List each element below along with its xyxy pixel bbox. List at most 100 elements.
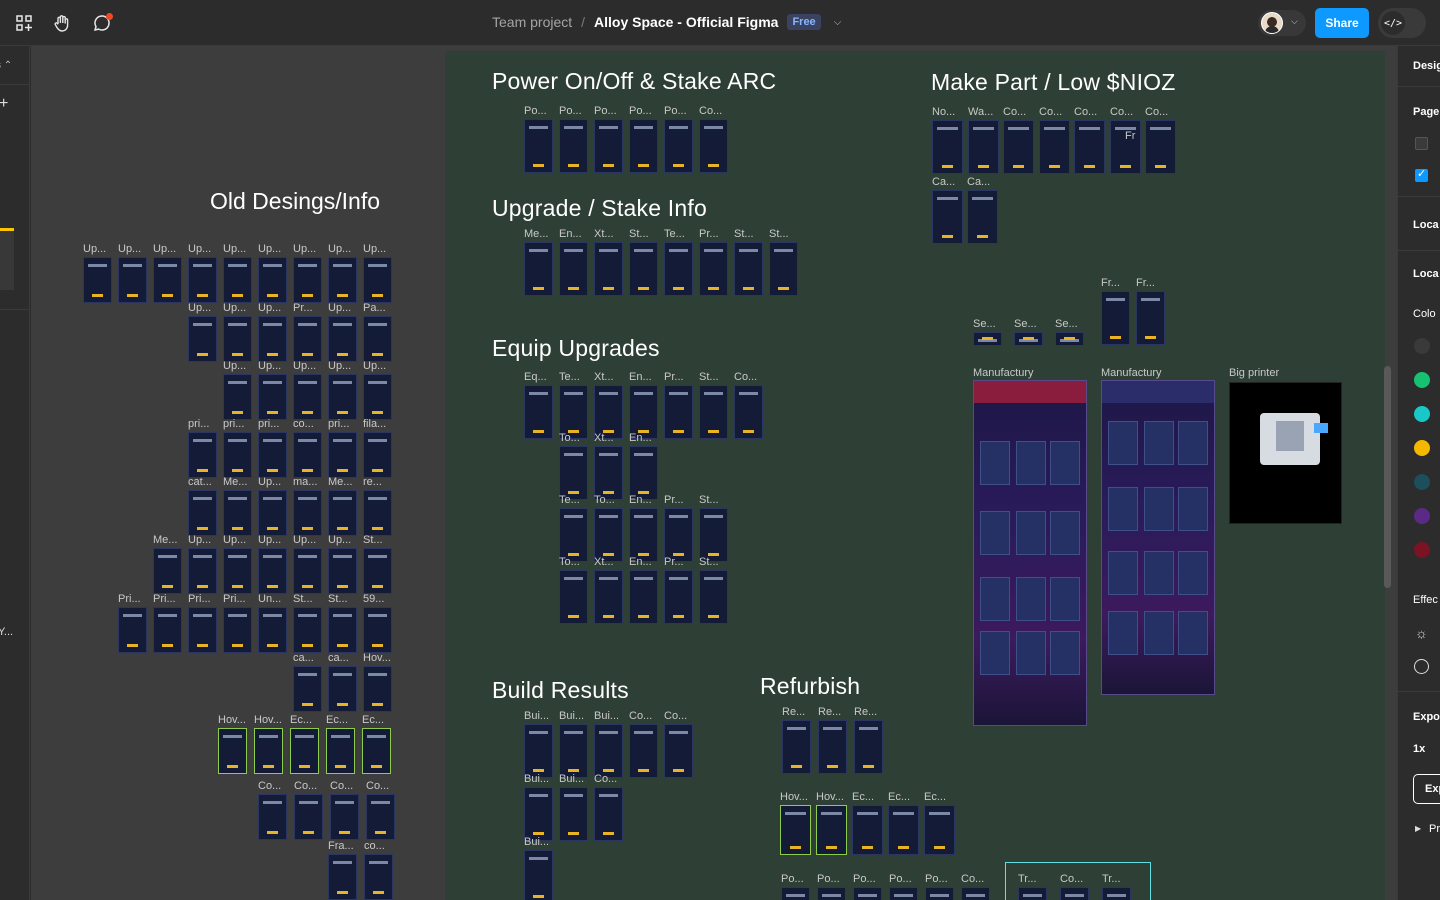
- frame-thumbnail[interactable]: [559, 787, 588, 841]
- frame-thumbnail[interactable]: [664, 385, 693, 439]
- design-canvas[interactable]: Old Desings/Info Power On/Off & Stake AR…: [31, 46, 1397, 900]
- frame-thumbnail[interactable]: [559, 242, 588, 296]
- frame-thumbnail[interactable]: [223, 607, 252, 653]
- chevron-right-icon[interactable]: ▶: [1415, 824, 1422, 833]
- frame-thumbnail[interactable]: [854, 720, 883, 774]
- frame-thumbnail[interactable]: [559, 570, 588, 624]
- frame-thumbnail[interactable]: [699, 242, 728, 296]
- frame-thumbnail[interactable]: [153, 257, 182, 303]
- frame-thumbnail[interactable]: [1101, 291, 1130, 345]
- frame-thumbnail[interactable]: [258, 257, 287, 303]
- frame-thumbnail[interactable]: [362, 728, 391, 774]
- frame-thumbnail[interactable]: [364, 854, 393, 900]
- frame-thumbnail[interactable]: [559, 385, 588, 439]
- frame-thumbnail[interactable]: [559, 446, 588, 500]
- frame-thumbnail[interactable]: [524, 787, 553, 841]
- frame-thumbnail[interactable]: [83, 257, 112, 303]
- frame-thumbnail[interactable]: [258, 794, 287, 840]
- frame-thumbnail[interactable]: [594, 385, 623, 439]
- color-style-swatch[interactable]: [1414, 406, 1430, 422]
- frame-thumbnail[interactable]: [1074, 120, 1105, 174]
- frame-thumbnail[interactable]: [629, 508, 658, 562]
- frame-thumbnail[interactable]: [1014, 332, 1043, 346]
- frame-thumbnail[interactable]: [664, 570, 693, 624]
- page-checkbox[interactable]: [1415, 137, 1428, 150]
- frame-thumbnail[interactable]: [328, 666, 357, 712]
- frame-thumbnail[interactable]: [769, 242, 798, 296]
- frame-thumbnail[interactable]: [293, 316, 322, 362]
- frame-thumbnail[interactable]: [188, 432, 217, 478]
- frame-thumbnail[interactable]: [1003, 120, 1034, 174]
- frame-thumbnail[interactable]: [1102, 887, 1131, 900]
- frame-thumbnail[interactable]: [781, 887, 810, 900]
- local-variables-label[interactable]: Loca: [1413, 219, 1439, 231]
- frame-thumbnail[interactable]: [594, 787, 623, 841]
- frame-thumbnail[interactable]: [629, 119, 658, 173]
- frame-thumbnail[interactable]: [699, 570, 728, 624]
- frame-thumbnail[interactable]: [188, 490, 217, 536]
- sun-effect-icon[interactable]: ☼: [1415, 625, 1428, 641]
- design-tab[interactable]: Desig: [1413, 60, 1440, 72]
- frame-thumbnail[interactable]: [524, 119, 553, 173]
- frame-thumbnail[interactable]: [629, 724, 658, 778]
- frame-thumbnail[interactable]: [699, 119, 728, 173]
- frame-thumbnail[interactable]: [961, 887, 990, 900]
- frame-thumbnail[interactable]: [664, 119, 693, 173]
- frame-thumbnail[interactable]: [328, 607, 357, 653]
- frame-thumbnail[interactable]: [254, 728, 283, 774]
- manufactury-frame[interactable]: [1101, 380, 1215, 695]
- frame-thumbnail[interactable]: [293, 432, 322, 478]
- frame-thumbnail[interactable]: [293, 374, 322, 420]
- frame-thumbnail[interactable]: [629, 570, 658, 624]
- file-menu-chevron-down-icon[interactable]: ⌵: [833, 16, 842, 28]
- frame-thumbnail[interactable]: [118, 257, 147, 303]
- frame-thumbnail[interactable]: [594, 724, 623, 778]
- frame-thumbnail[interactable]: [328, 257, 357, 303]
- frame-thumbnail[interactable]: [1055, 332, 1084, 346]
- frame-thumbnail[interactable]: [293, 490, 322, 536]
- hand-tool-icon[interactable]: [50, 11, 74, 35]
- frame-thumbnail[interactable]: [1110, 120, 1141, 174]
- frame-thumbnail[interactable]: [594, 508, 623, 562]
- frame-thumbnail[interactable]: [925, 887, 954, 900]
- frame-thumbnail[interactable]: [258, 374, 287, 420]
- frame-thumbnail[interactable]: [816, 805, 847, 855]
- frame-thumbnail[interactable]: [328, 316, 357, 362]
- frame-thumbnail[interactable]: [932, 120, 963, 174]
- color-style-swatch[interactable]: [1414, 372, 1430, 388]
- frame-thumbnail[interactable]: [188, 316, 217, 362]
- main-menu-grid-icon[interactable]: [12, 11, 36, 35]
- frame-thumbnail[interactable]: [889, 887, 918, 900]
- frame-thumbnail[interactable]: [328, 854, 357, 900]
- frame-thumbnail[interactable]: [363, 374, 392, 420]
- frame-thumbnail[interactable]: [366, 794, 395, 840]
- frame-thumbnail[interactable]: [328, 548, 357, 594]
- frame-thumbnail[interactable]: [188, 257, 217, 303]
- frame-thumbnail[interactable]: [968, 120, 999, 174]
- frame-thumbnail[interactable]: [524, 385, 553, 439]
- frame-thumbnail[interactable]: [223, 374, 252, 420]
- share-button[interactable]: Share: [1315, 8, 1369, 38]
- frame-thumbnail[interactable]: [559, 508, 588, 562]
- frame-thumbnail[interactable]: [363, 432, 392, 478]
- frame-thumbnail[interactable]: [664, 724, 693, 778]
- frame-thumbnail[interactable]: [1039, 120, 1070, 174]
- frame-thumbnail[interactable]: [363, 548, 392, 594]
- frame-thumbnail[interactable]: [293, 666, 322, 712]
- frame-thumbnail[interactable]: [699, 385, 728, 439]
- frame-thumbnail[interactable]: [328, 432, 357, 478]
- frame-thumbnail[interactable]: [223, 316, 252, 362]
- frame-thumbnail[interactable]: [1136, 291, 1165, 345]
- frame-thumbnail[interactable]: [888, 805, 919, 855]
- user-menu[interactable]: ⌵: [1258, 10, 1306, 36]
- frame-thumbnail[interactable]: [524, 850, 553, 900]
- dev-mode-toggle[interactable]: </>: [1378, 8, 1426, 38]
- file-name[interactable]: Alloy Space - Official Figma: [594, 14, 779, 30]
- frame-thumbnail[interactable]: [363, 257, 392, 303]
- big-printer-frame[interactable]: [1229, 382, 1342, 524]
- frame-thumbnail[interactable]: [223, 432, 252, 478]
- color-style-swatch[interactable]: [1414, 542, 1430, 558]
- frame-thumbnail[interactable]: [629, 385, 658, 439]
- color-style-swatch[interactable]: [1414, 338, 1430, 354]
- frame-thumbnail[interactable]: [594, 242, 623, 296]
